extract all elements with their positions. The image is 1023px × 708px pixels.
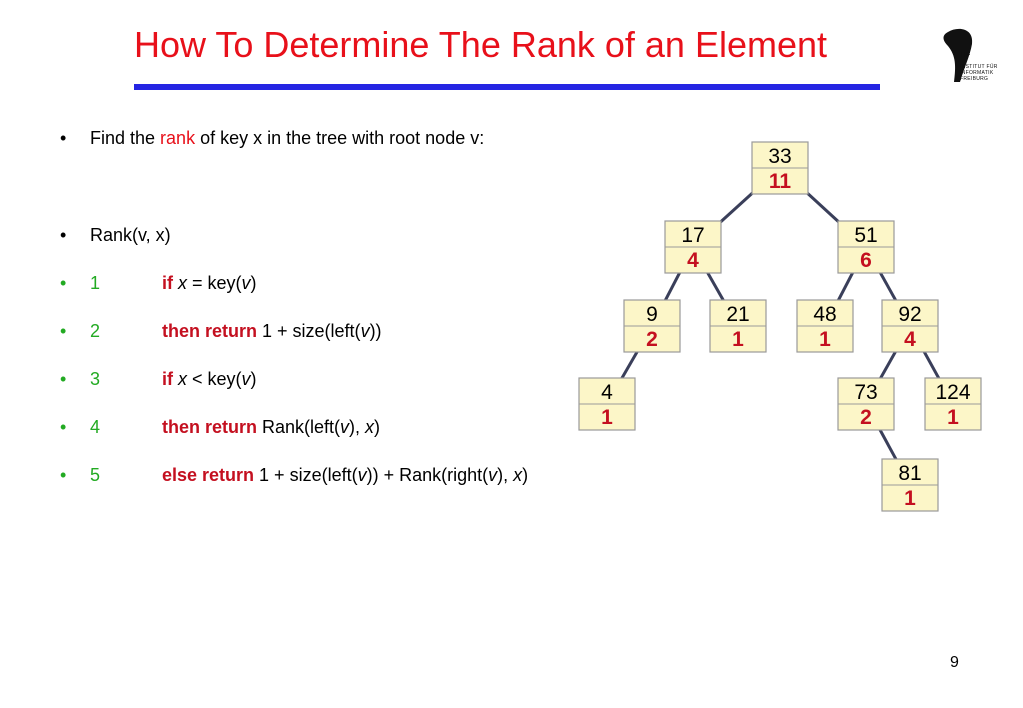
tree-node-21: 211 <box>709 299 767 353</box>
keyword: if <box>162 273 173 293</box>
tree-node-92: 924 <box>881 299 939 353</box>
code-text: Rank(left( <box>257 417 341 437</box>
code-text: ), <box>497 465 514 485</box>
node-key: 92 <box>898 303 921 326</box>
tree-node-73: 732 <box>837 377 895 431</box>
code-text: ) <box>374 417 381 437</box>
intro-text-before: Find the <box>90 128 161 148</box>
bullet-point: • <box>60 465 67 485</box>
intro-text-after: of key x in the tree with root node v: <box>195 128 485 148</box>
code-line-2: • 2 then return 1 + size(left(v)) <box>60 321 382 342</box>
node-size: 1 <box>904 487 916 510</box>
logo-line-4: FREIBURG <box>960 76 989 82</box>
line-number: 4 <box>90 417 101 437</box>
line-number: 3 <box>90 369 101 389</box>
bullet-point: • <box>60 321 67 341</box>
tree-node-48: 481 <box>796 299 854 353</box>
logo-iif-text: IIF <box>960 52 972 59</box>
line-number: 1 <box>90 273 101 293</box>
bullet-point: • <box>60 128 67 148</box>
node-size: 2 <box>646 328 658 351</box>
code-text: v <box>357 465 367 485</box>
code-text: ) <box>250 273 257 293</box>
node-size: 4 <box>904 328 916 351</box>
code-text: )) <box>369 321 382 341</box>
node-key: 4 <box>601 381 613 404</box>
node-size: 11 <box>769 170 792 193</box>
code-text: )) + Rank(right( <box>366 465 489 485</box>
logo-line-3: INFORMATIK <box>960 70 994 76</box>
code-text: = key( <box>187 273 242 293</box>
node-key: 73 <box>854 381 877 404</box>
keyword: then return <box>162 321 258 341</box>
keyword: then return <box>162 417 258 437</box>
node-key: 124 <box>935 381 970 404</box>
code-text: v <box>488 465 498 485</box>
slide-title: How To Determine The Rank of an Element <box>134 24 828 65</box>
node-size: 1 <box>601 406 613 429</box>
title-underline <box>134 84 880 90</box>
tree-node-17: 174 <box>664 220 722 274</box>
code-text: < key( <box>187 369 242 389</box>
node-key: 17 <box>681 224 704 247</box>
tree-node-81: 811 <box>881 458 939 512</box>
code-text: 1 + size(left( <box>254 465 358 485</box>
node-size: 6 <box>860 249 872 272</box>
code-text: v <box>360 321 370 341</box>
tree-node-9: 92 <box>623 299 681 353</box>
code-text: v <box>241 369 251 389</box>
node-size: 2 <box>860 406 872 429</box>
bullet-point: • <box>60 417 67 437</box>
keyword: else return <box>162 465 255 485</box>
bullet-point: • <box>60 273 67 293</box>
code-text: 1 + size(left( <box>257 321 361 341</box>
node-key: 81 <box>898 462 921 485</box>
node-key: 21 <box>726 303 749 326</box>
line-number: 5 <box>90 465 101 485</box>
node-size: 4 <box>687 249 699 272</box>
code-text: x <box>365 417 375 437</box>
node-key: 51 <box>854 224 877 247</box>
code-text: ), <box>349 417 366 437</box>
code-text: x <box>513 465 523 485</box>
signature-bullet: • Rank(v, x) <box>60 225 171 246</box>
tree-node-51: 516 <box>837 220 895 274</box>
code-line-1: • 1 if x = key(v) <box>60 273 257 294</box>
keyword: if <box>162 369 173 389</box>
node-size: 1 <box>947 406 959 429</box>
intro-rank-word: rank <box>160 128 196 148</box>
bullet-point: • <box>60 225 67 245</box>
tree-node-4: 41 <box>578 377 636 431</box>
code-text: ) <box>522 465 529 485</box>
node-size: 1 <box>819 328 831 351</box>
node-key: 33 <box>768 145 791 168</box>
code-line-4: • 4 then return Rank(left(v), x) <box>60 417 380 438</box>
node-size: 1 <box>732 328 744 351</box>
logo-line-2: INSTITUT FÜR <box>960 64 998 70</box>
node-key: 48 <box>813 303 836 326</box>
freiburg-logo-icon <box>943 28 973 82</box>
node-key: 9 <box>646 303 658 326</box>
code-text: ) <box>250 369 257 389</box>
line-number: 2 <box>90 321 101 341</box>
code-text: v <box>241 273 251 293</box>
intro-bullet: • Find the rank of key x in the tree with… <box>60 128 484 149</box>
code-text: x <box>178 273 188 293</box>
code-line-3: • 3 if x < key(v) <box>60 369 257 390</box>
signature-text: Rank(v, x) <box>90 225 171 245</box>
code-text: x <box>178 369 188 389</box>
code-text: v <box>340 417 350 437</box>
page-number: 9 <box>950 654 959 671</box>
bullet-point: • <box>60 369 67 389</box>
